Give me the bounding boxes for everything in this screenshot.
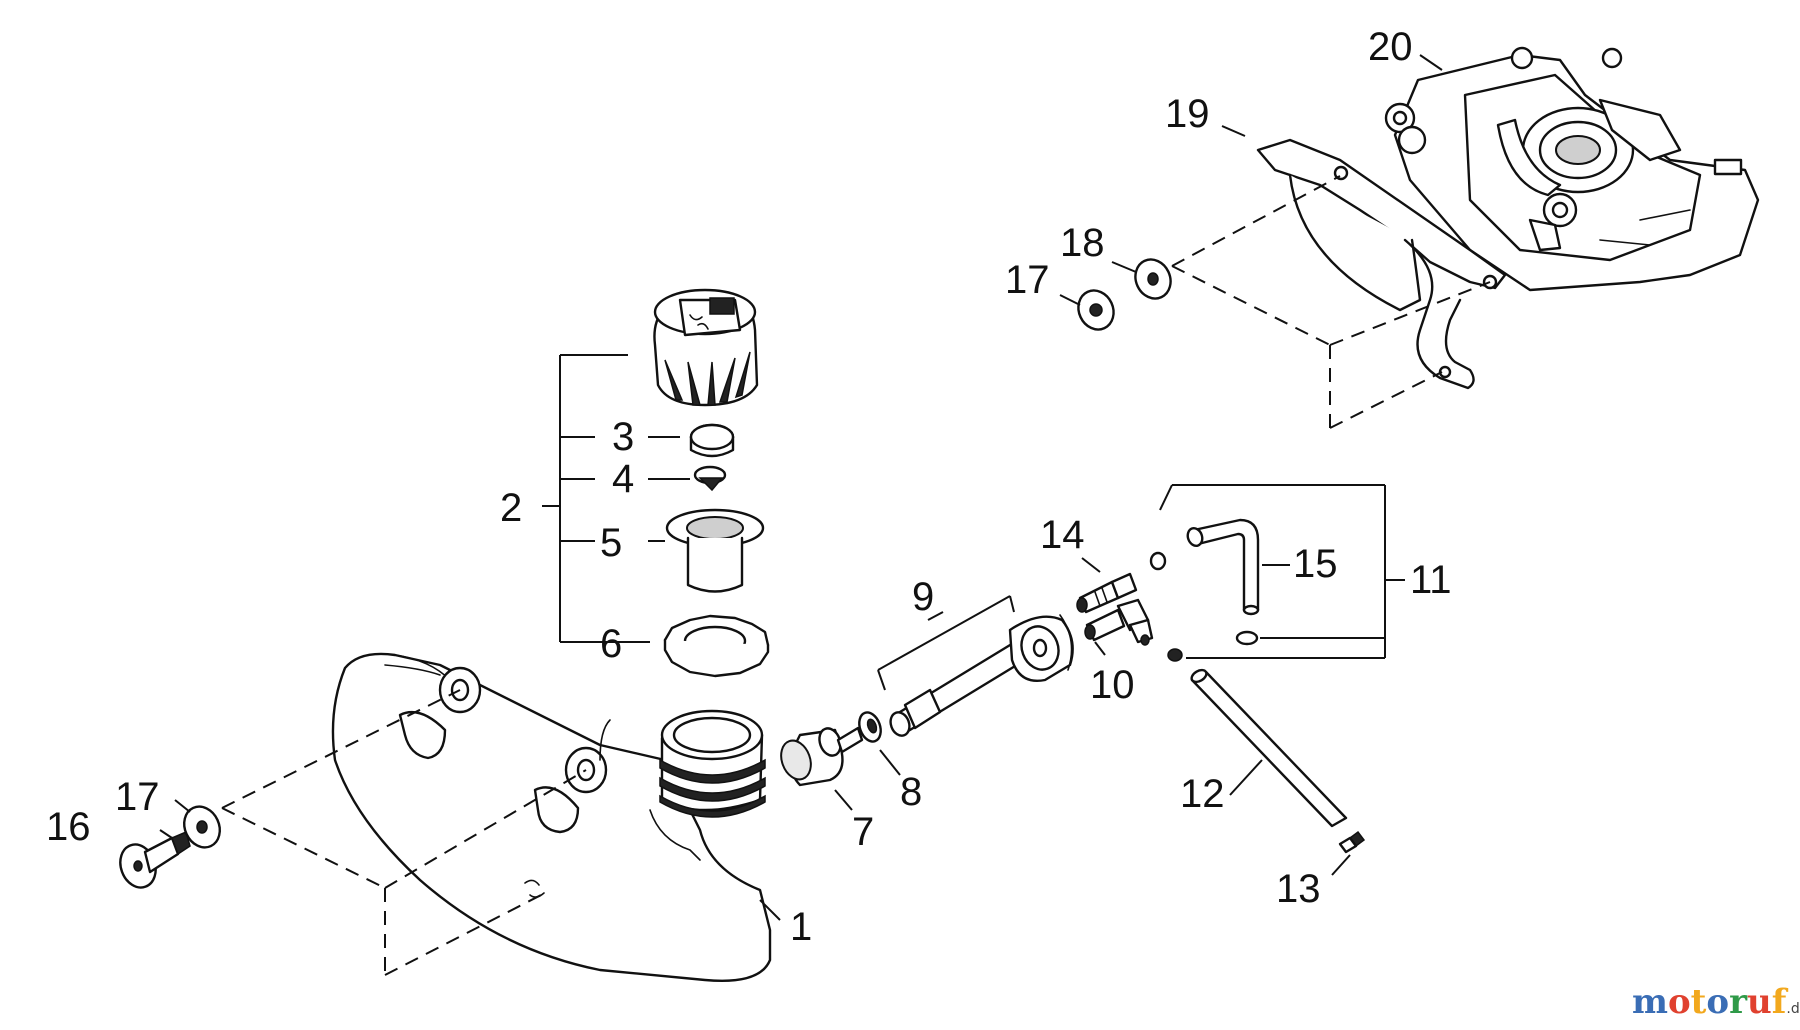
callout-9: 9: [912, 575, 934, 619]
callout-5: 5: [600, 521, 622, 565]
brand-letter: r: [1729, 982, 1748, 1022]
callout-8: 8: [900, 770, 922, 814]
part-17-washer-lower: [183, 805, 221, 849]
part-3-plug: [689, 423, 735, 458]
brand-letter: f: [1772, 982, 1789, 1022]
svg-text:motoruf.de: motoruf.de: [1632, 982, 1800, 1022]
part-11-oring-a: [1149, 551, 1167, 571]
callout-12: 12: [1180, 772, 1225, 816]
part-12-tube: [1190, 668, 1348, 828]
callout-16: 16: [46, 805, 91, 849]
part-11-oring-b: [1235, 630, 1259, 646]
brand-letter: t: [1691, 982, 1707, 1022]
group-11-bracket: [1159, 484, 1405, 659]
brand-letter: m: [1632, 982, 1668, 1022]
part-9-fuel-line: [889, 614, 1074, 737]
part-20-crankcase: [1384, 46, 1760, 292]
callout-10: 10: [1090, 663, 1135, 707]
callout-17-lower: 17: [115, 775, 160, 819]
callout-4: 4: [612, 457, 634, 501]
callout-14: 14: [1040, 513, 1085, 557]
leader-lines: [159, 54, 1443, 921]
part-16-bolt: [119, 830, 191, 889]
callout-7: 7: [852, 810, 874, 854]
callout-labels: 1 2 3 4 5 6 7 8 9 10 11 12 13 14 15 16 1…: [46, 25, 1452, 949]
callout-19: 19: [1165, 92, 1210, 136]
brand-letter: u: [1747, 982, 1772, 1022]
part-6-nut: [663, 614, 770, 678]
part-18-washer: [1134, 258, 1172, 300]
watermark-logo: motoruf.de: [1632, 982, 1800, 1022]
part-10-fitting: [1084, 598, 1154, 646]
group-2-bracket: [542, 354, 690, 643]
brand-letter: o: [1668, 982, 1691, 1022]
part-2-cap: [653, 288, 759, 407]
part-1-fuel-tank: [331, 652, 772, 982]
dashed-guide-1: [221, 689, 587, 976]
part-11-oring-c: [1167, 648, 1183, 662]
part-7-filter: [780, 726, 864, 787]
part-8-clamp: [858, 711, 882, 743]
part-4-valve: [693, 465, 727, 492]
part-14-fitting: [1076, 572, 1138, 614]
callout-1: 1: [790, 905, 812, 949]
dashed-guide-19: [1171, 175, 1491, 429]
part-17-washer-upper: [1077, 289, 1115, 331]
callout-11: 11: [1410, 558, 1452, 602]
part-19-bracket: [1256, 138, 1507, 390]
callout-6: 6: [600, 622, 622, 666]
callout-18: 18: [1060, 221, 1105, 265]
callout-15: 15: [1293, 542, 1338, 586]
part-15-return-hose: [1186, 518, 1260, 616]
callout-13: 13: [1276, 867, 1321, 911]
part-5-flange: [665, 508, 765, 593]
brand-suffix: .de: [1786, 1001, 1800, 1017]
callout-17-upper: 17: [1005, 258, 1050, 302]
group-9-bracket: [877, 595, 1015, 691]
callout-20: 20: [1368, 25, 1413, 69]
callout-2: 2: [500, 486, 522, 530]
part-13-weight: [1338, 830, 1366, 854]
callout-3: 3: [612, 415, 634, 459]
brand-letter: o: [1706, 982, 1729, 1022]
